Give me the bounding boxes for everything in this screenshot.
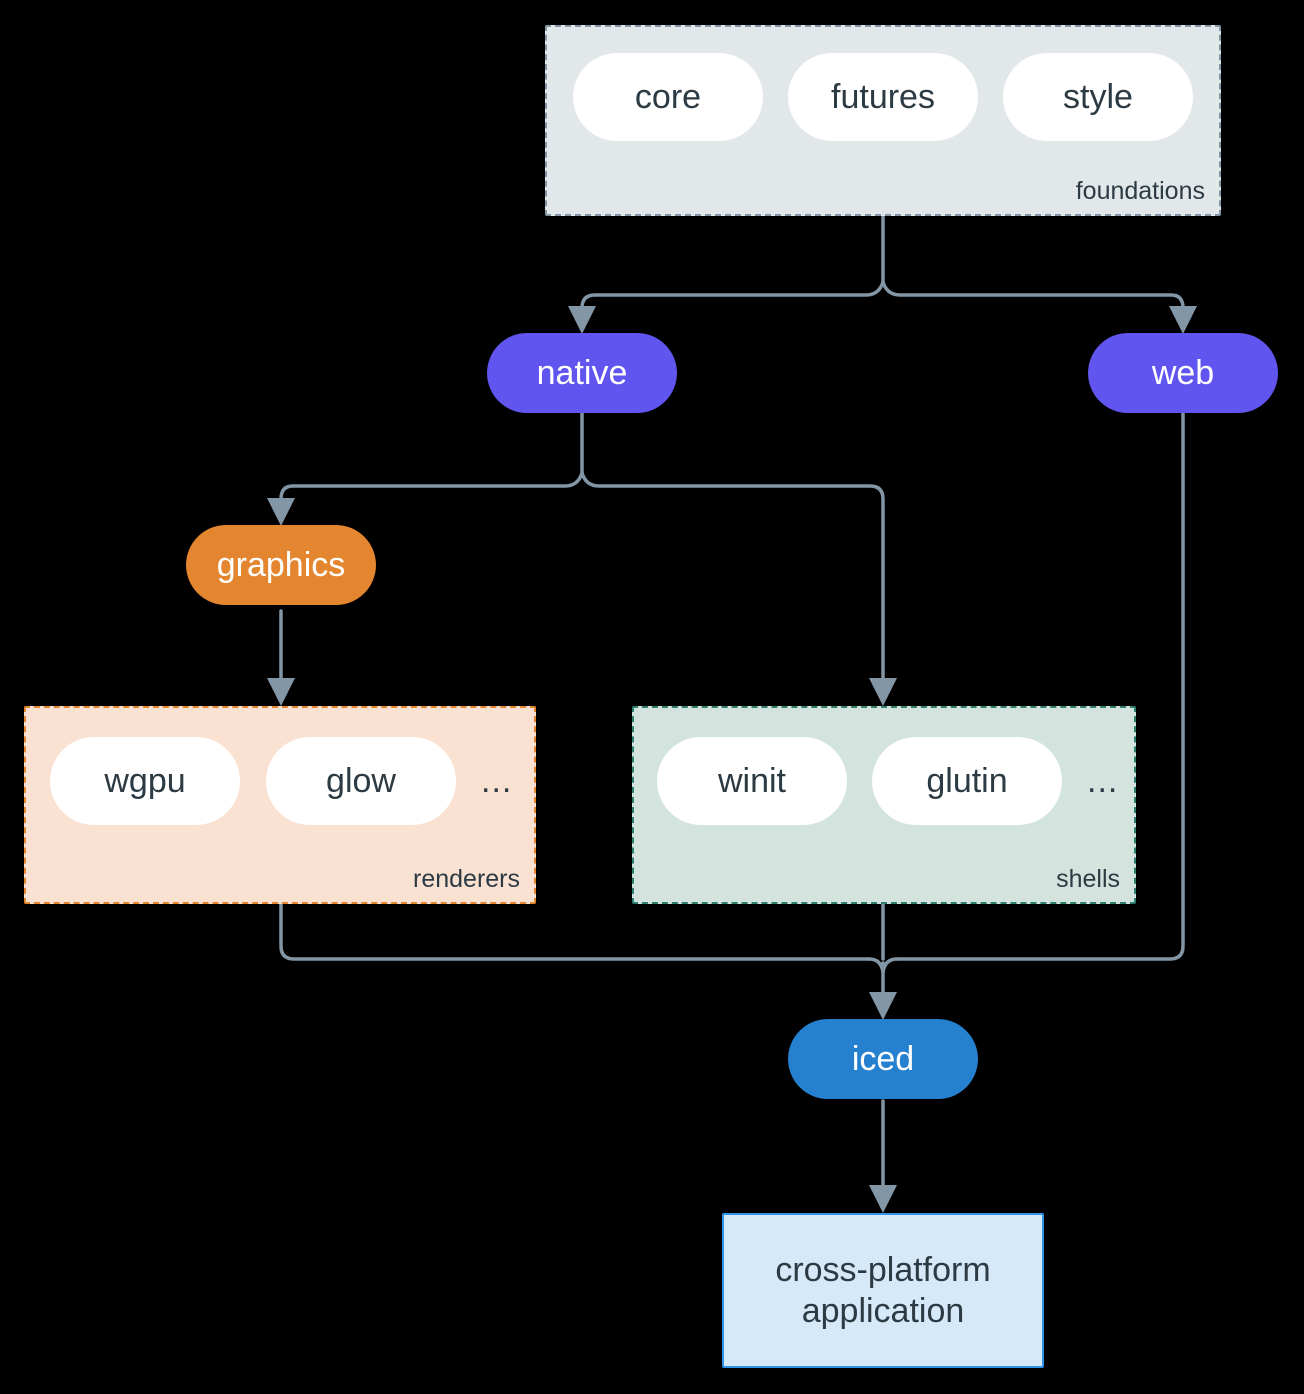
edge-renderers-iced (279, 902, 871, 961)
ellipsis-renderers: ... (481, 762, 513, 800)
node-iced[interactable]: iced (788, 1019, 978, 1099)
pill-winit[interactable]: winit (657, 737, 847, 825)
cluster-label-shells: shells (1056, 865, 1120, 893)
pill-style[interactable]: style (1003, 53, 1193, 141)
node-cross-platform-application[interactable]: cross-platform application (722, 1213, 1044, 1368)
pill-futures[interactable]: futures (788, 53, 978, 141)
pill-glow[interactable]: glow (266, 737, 456, 825)
edge-native-shells (580, 471, 897, 706)
pill-glutin[interactable]: glutin (872, 737, 1062, 825)
edge-native-graphics (267, 471, 584, 526)
application-line-2: application (801, 1291, 965, 1330)
cluster-label-foundations: foundations (1075, 177, 1205, 205)
pill-wgpu[interactable]: wgpu (50, 737, 240, 825)
node-web[interactable]: web (1088, 333, 1278, 413)
pill-core[interactable]: core (573, 53, 763, 141)
node-native[interactable]: native (487, 333, 677, 413)
cluster-label-renderers: renderers (413, 865, 520, 893)
node-graphics[interactable]: graphics (186, 525, 376, 605)
ellipsis-shells: ... (1087, 762, 1119, 800)
edge-foundations-web (881, 280, 1197, 334)
application-line-1: cross-platform (775, 1250, 991, 1289)
edge-foundations-native (568, 280, 885, 334)
edge-merge-junction (867, 957, 899, 974)
